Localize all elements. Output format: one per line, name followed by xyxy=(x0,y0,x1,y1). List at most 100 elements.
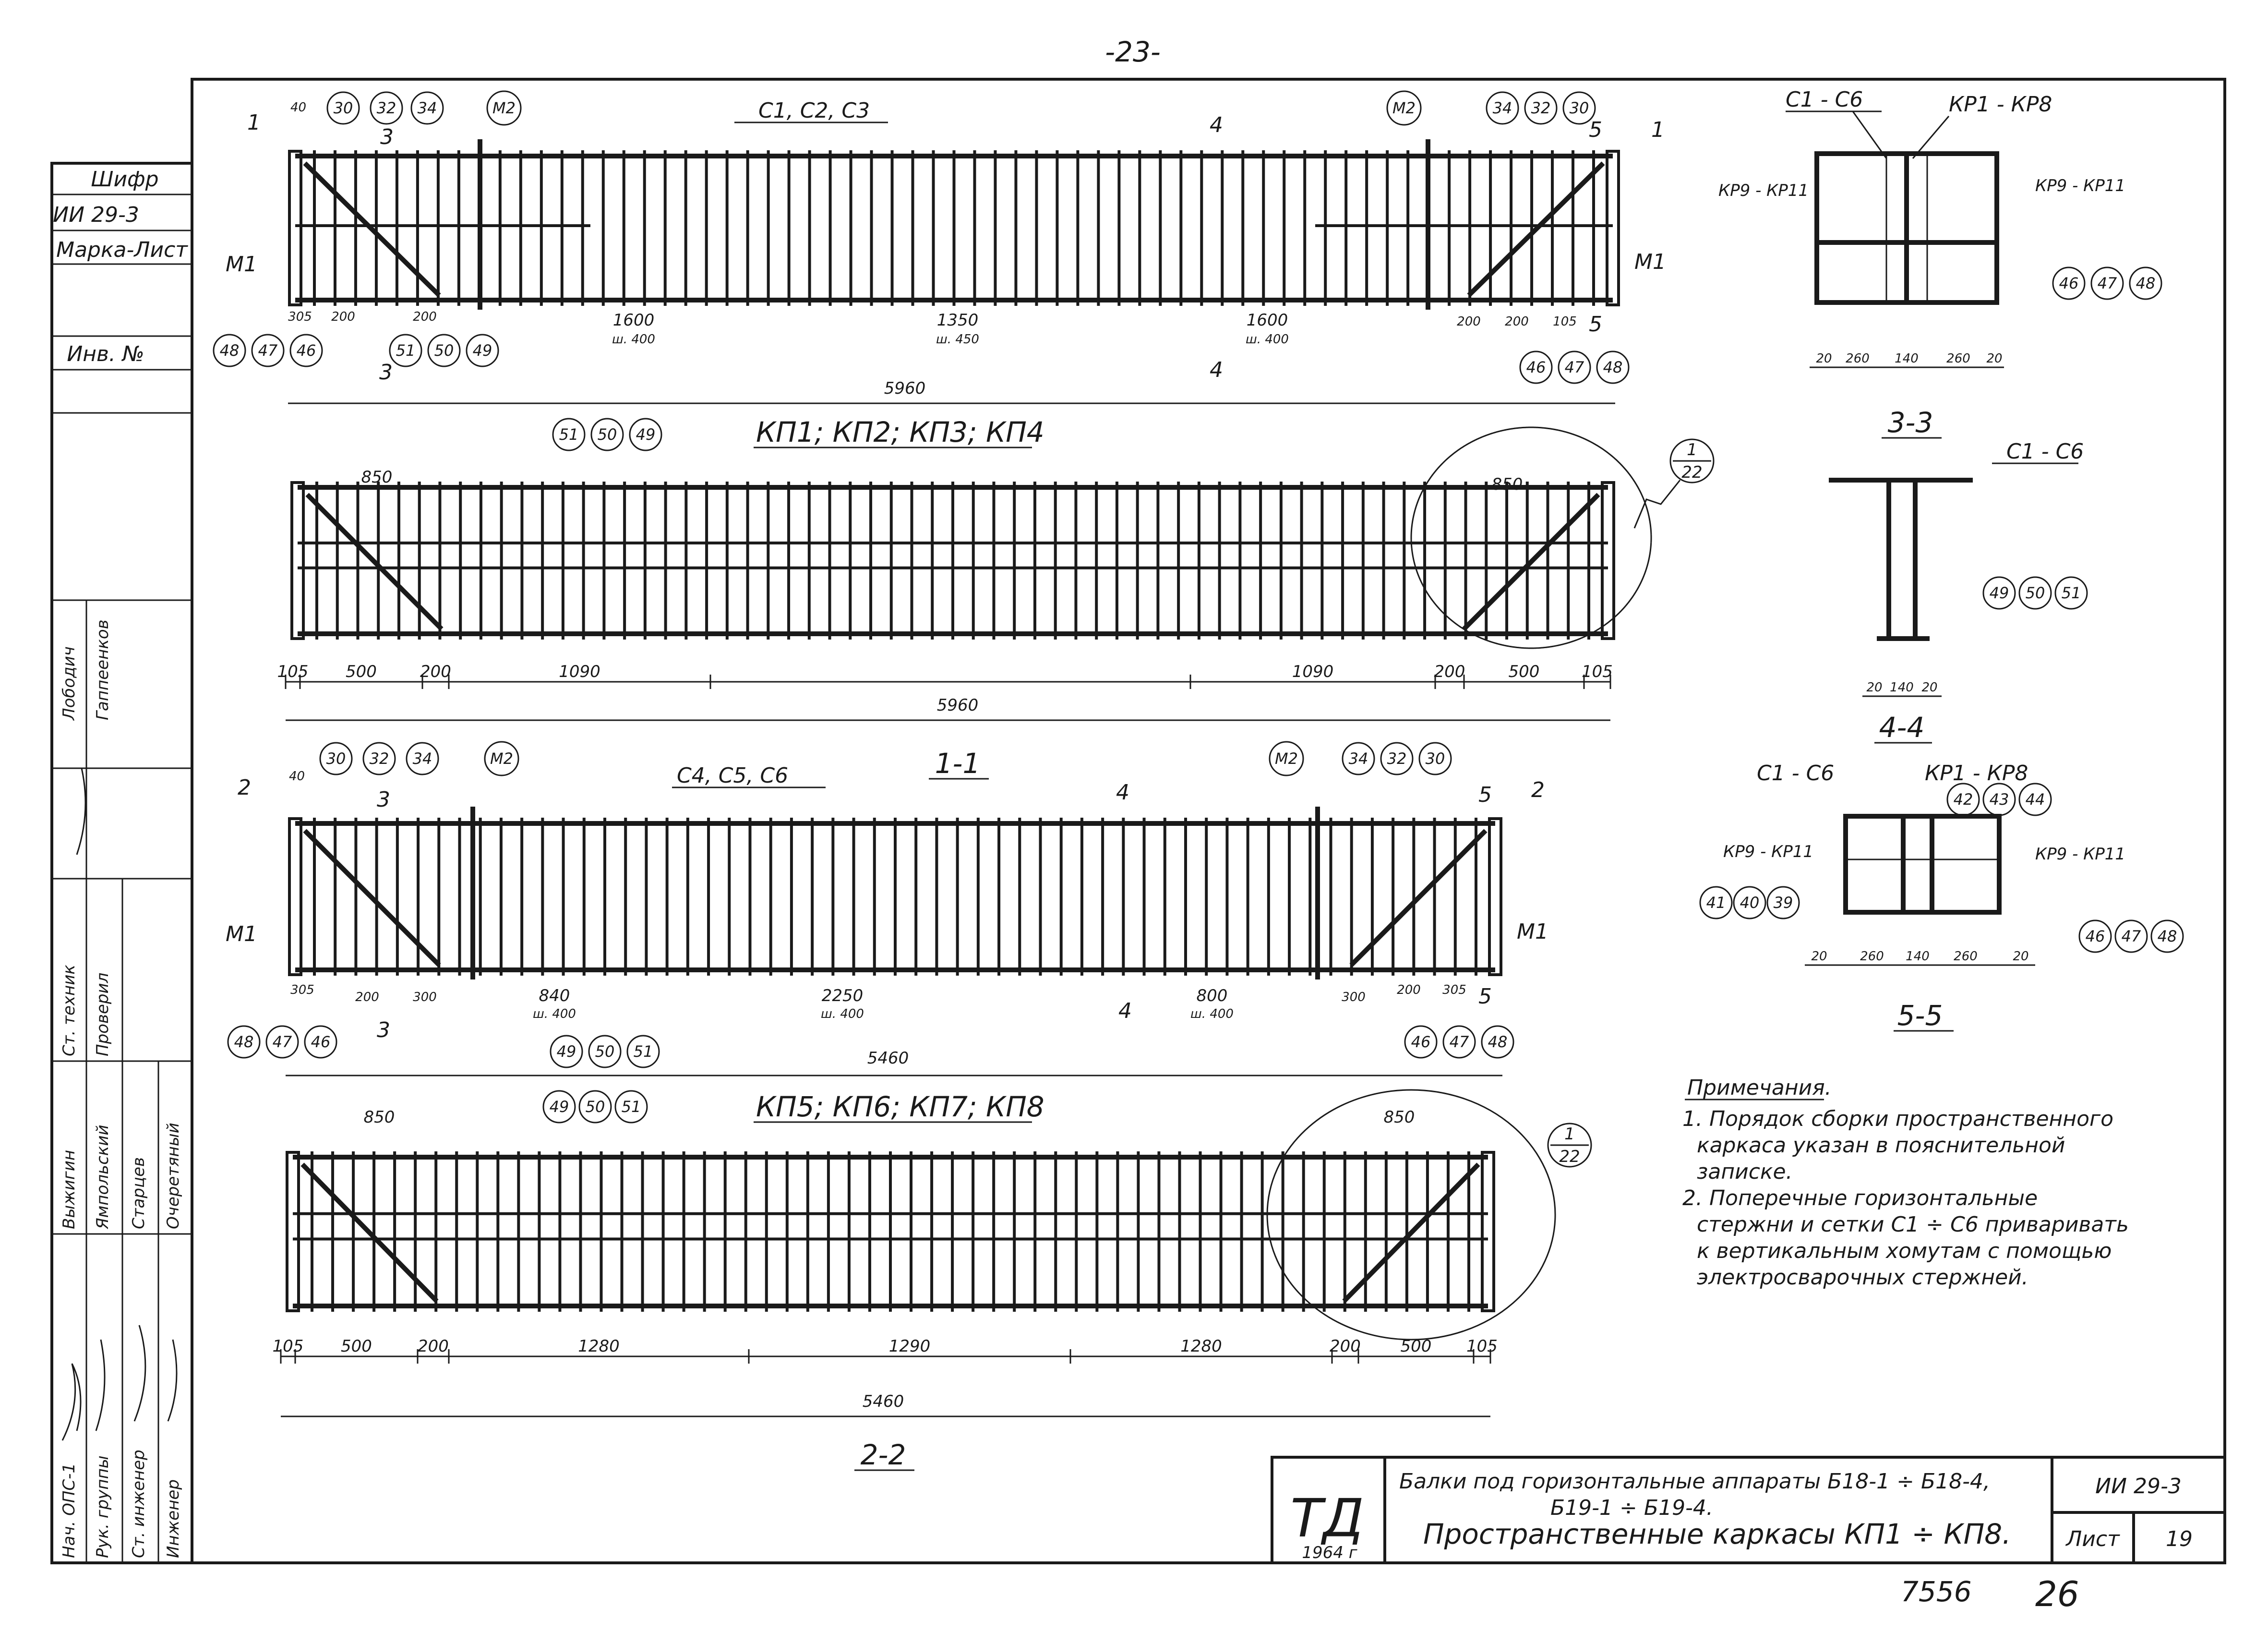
end-plate xyxy=(1606,150,1620,306)
dimension-label: 200 xyxy=(1330,1337,1361,1356)
sidebar-name: Старцев xyxy=(129,1157,148,1229)
doc-code: ИИ 29-3 xyxy=(2095,1474,2182,1499)
position-mark: 34 xyxy=(1493,99,1512,117)
dimension-label: 1090 xyxy=(1292,662,1334,681)
position-mark: 48 xyxy=(2136,274,2156,292)
title-line: Балки под горизонтальные аппараты Б18-1 … xyxy=(1399,1469,1990,1494)
sidebar-role: Инженер xyxy=(164,1479,183,1558)
dimension-label: 105 xyxy=(1466,1337,1498,1356)
year: 1964 г xyxy=(1302,1543,1357,1562)
diagonal-bar xyxy=(303,829,441,967)
m2-label: М2 xyxy=(1392,99,1416,117)
title-line: Пространственные каркасы КП1 ÷ КП8. xyxy=(1423,1518,2011,1550)
dimension-label: 1280 xyxy=(1180,1337,1222,1356)
position-mark: 48 xyxy=(1603,358,1623,376)
dimension-label: ш. 400 xyxy=(1246,332,1289,347)
sidebar-role: Ст. техник xyxy=(60,965,79,1056)
position-mark: 46 xyxy=(1526,358,1546,376)
label-c1-c6: С1 - С6 xyxy=(1786,87,1863,112)
section-mark: 3 xyxy=(377,1018,390,1042)
position-mark: 48 xyxy=(220,341,240,360)
section-5-5: С1 - С6 КР1 - КР8 КР9 - КР11 КР9 - КР11 … xyxy=(1723,761,2125,1032)
position-mark-circle xyxy=(1596,351,1630,384)
position-mark: 32 xyxy=(1531,99,1551,117)
dim: 20 xyxy=(1866,680,1882,695)
top-dim: 850 xyxy=(361,468,393,487)
position-mark: 39 xyxy=(1774,894,1793,912)
dim: 20 xyxy=(1986,351,2002,366)
section-mark: 5 xyxy=(1478,984,1492,1009)
sidebar-name: Лободич xyxy=(60,646,79,721)
sidebar-cell-code: ИИ 29-3 xyxy=(53,203,139,227)
position-mark-circle xyxy=(1486,91,1519,125)
position-mark-circle xyxy=(2090,266,2124,300)
label-c1-c6: С1 - С6 xyxy=(1757,761,1834,786)
position-mark: 40 xyxy=(1740,894,1760,912)
position-mark-circle xyxy=(1562,91,1596,125)
position-mark: 51 xyxy=(634,1042,653,1061)
top-dim: 850 xyxy=(1492,475,1523,494)
dim: 260 xyxy=(1846,351,1870,366)
page-number: -23- xyxy=(1105,36,1161,68)
sidebar-name: Выжигин xyxy=(60,1150,79,1229)
dimension-label: 200 xyxy=(331,310,355,324)
note-line: 2. Поперечные горизонтальные xyxy=(1682,1186,2038,1210)
detail-callout-1: 1 22 xyxy=(1410,426,1715,649)
position-mark-circle xyxy=(1558,351,1591,384)
dimension-label: ш. 400 xyxy=(821,1007,864,1021)
position-mark-circle xyxy=(466,334,499,367)
dimension-label: ш. 450 xyxy=(936,332,979,347)
position-mark-circle xyxy=(590,418,624,451)
dimension-label: ш. 400 xyxy=(1190,1007,1234,1021)
end-plate xyxy=(1488,817,1502,976)
position-mark-circle xyxy=(552,418,586,451)
position-mark-circle xyxy=(1418,742,1452,775)
dimension-label: 1600 xyxy=(1247,311,1288,330)
sidebar-cell-code: Шифр xyxy=(91,167,158,192)
sidebar-name: Гаппеенков xyxy=(93,619,112,720)
position-mark: 49 xyxy=(557,1042,576,1061)
dimension-label: 200 xyxy=(420,662,451,681)
section-mark: 1 xyxy=(247,110,261,135)
label-kr9-kr11: КР9 - КР11 xyxy=(2035,176,2125,195)
dim: 260 xyxy=(1954,949,1978,964)
position-mark-circle xyxy=(1519,351,1553,384)
footer-number: 26 xyxy=(2035,1574,2079,1614)
position-mark-circle xyxy=(542,1090,576,1124)
position-mark: 50 xyxy=(598,425,617,444)
section-title: КП1; КП2; КП3; КП4 xyxy=(756,416,1044,448)
position-mark-circle xyxy=(2150,919,2184,953)
total-length: 5960 xyxy=(937,696,979,715)
position-mark: 30 xyxy=(1570,99,1589,117)
position-mark-circle xyxy=(2054,576,2088,610)
dim: 140 xyxy=(1895,351,1919,366)
m1-label: М1 xyxy=(226,922,257,946)
position-mark-circle xyxy=(289,334,323,367)
position-mark: 49 xyxy=(636,425,656,444)
position-mark-circle xyxy=(1733,886,1766,919)
dimension-label: 500 xyxy=(346,662,377,681)
detail-callout-2: 1 22 xyxy=(1266,1089,1592,1341)
end-plate xyxy=(1601,481,1615,640)
position-mark: 46 xyxy=(2086,927,2105,945)
dimension-label: 200 xyxy=(1505,314,1529,329)
dimension-label: 1290 xyxy=(889,1337,931,1356)
position-mark: 47 xyxy=(258,341,278,360)
signature-scribble xyxy=(61,768,178,1441)
position-mark-circle xyxy=(326,91,360,125)
dim: 20 xyxy=(2013,949,2028,964)
section-mark: 4 xyxy=(1118,999,1132,1023)
dimension-label: 200 xyxy=(413,310,437,324)
dimension-label: 500 xyxy=(1509,662,1540,681)
position-mark: 41 xyxy=(1706,894,1726,912)
end-plate xyxy=(288,150,302,306)
dimension-label: 1350 xyxy=(937,311,979,330)
view-name: 2-2 xyxy=(861,1438,906,1471)
section-mark: 3 xyxy=(377,787,390,812)
svg-text:22: 22 xyxy=(1559,1147,1580,1166)
position-mark-circle xyxy=(1380,742,1414,775)
notes: Примечания. 1. Порядок сборки пространст… xyxy=(1682,1076,2129,1290)
